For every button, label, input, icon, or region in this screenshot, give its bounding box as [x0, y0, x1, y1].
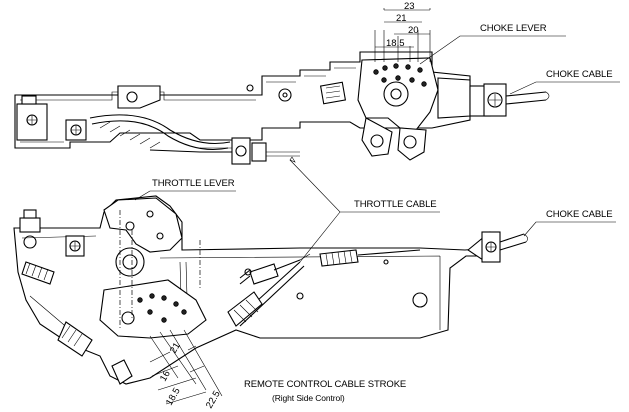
stroke-title: REMOTE CONTROL CABLE STROKE — [244, 379, 407, 390]
dimension-top-21: 21 — [396, 13, 407, 24]
stroke-subtitle: (Right Side Control) — [272, 393, 345, 403]
choke-cable-label-top: CHOKE CABLE — [546, 69, 613, 80]
choke-cable-label-bottom: CHOKE CABLE — [546, 209, 613, 220]
dimension-top-20: 20 — [408, 25, 419, 36]
throttle-cable-label: THROTTLE CABLE — [354, 199, 437, 210]
bottom-control-assembly — [13, 195, 545, 405]
throttle-lever-label: THROTTLE LEVER — [152, 178, 235, 189]
choke-lever-label: CHOKE LEVER — [480, 23, 547, 34]
dimension-top-23: 23 — [404, 1, 415, 12]
dimension-top-18-5: 18.5 — [386, 38, 405, 49]
leader-lines — [134, 35, 620, 263]
top-control-assembly — [14, 8, 550, 165]
